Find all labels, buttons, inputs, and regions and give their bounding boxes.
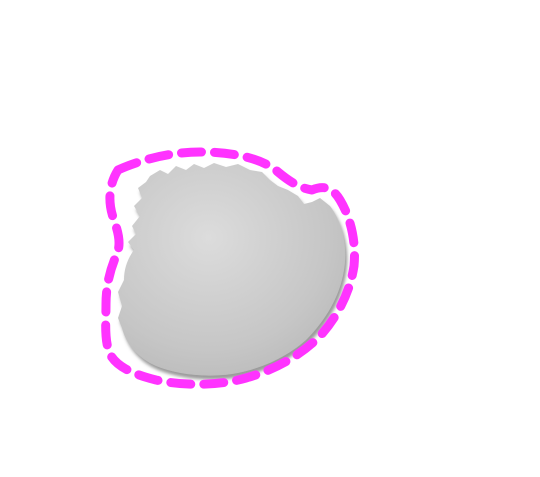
selection-outline[interactable]: [101, 147, 359, 389]
gray-blob-shape[interactable]: [118, 163, 346, 376]
